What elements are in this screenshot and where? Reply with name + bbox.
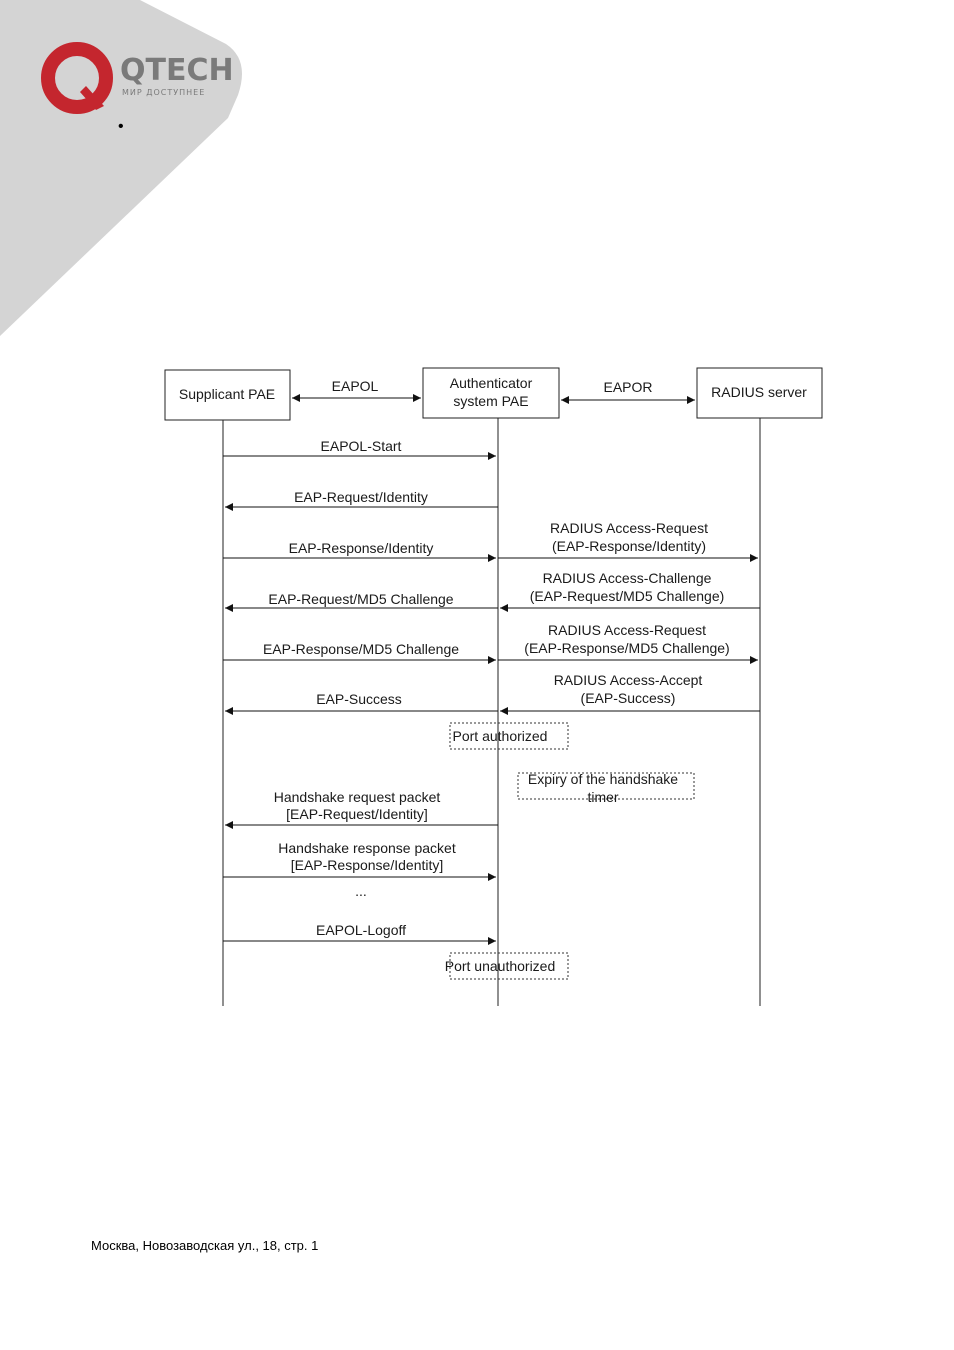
port-authorized-label: Port authorized	[453, 728, 548, 744]
eap-success-label: EAP-Success	[316, 691, 402, 707]
supplicant-box	[164, 369, 291, 421]
eap-response-identity-label: EAP-Response/Identity	[289, 540, 434, 556]
logo: QTECH МИР ДОСТУПНЕЕ	[120, 53, 234, 98]
port-unauthorized-label: Port unauthorized	[445, 958, 556, 974]
radius-access-request-1-label-line1: RADIUS Access-Request	[550, 520, 708, 536]
authenticator-box	[422, 367, 560, 419]
authenticator-label-line2: system PAE	[453, 393, 528, 409]
expiry-timer-box	[517, 772, 695, 800]
radius-access-request-2-label-line1: RADIUS Access-Request	[548, 622, 706, 638]
eapor-label: EAPOR	[603, 379, 652, 395]
logo-tagline: МИР ДОСТУПНЕЕ	[122, 88, 206, 97]
handshake-request-label-line2: [EAP-Request/Identity]	[286, 806, 428, 822]
handshake-response-label-line1: Handshake response packet	[278, 840, 456, 856]
handshake-request-label-line1: Handshake request packet	[274, 789, 441, 805]
radius-access-challenge-label-line2: (EAP-Request/MD5 Challenge)	[530, 588, 725, 604]
eap-request-identity-label: EAP-Request/Identity	[294, 489, 428, 505]
radius-access-challenge-label-line1: RADIUS Access-Challenge	[543, 570, 712, 586]
footer-address: Москва, Новозаводская ул., 18, стр. 1	[91, 1238, 319, 1253]
radius-access-accept-label-line2: (EAP-Success)	[581, 690, 676, 706]
radius-access-request-1-label-line2: (EAP-Response/Identity)	[552, 538, 706, 554]
eapol-label: EAPOL	[332, 378, 379, 394]
radius-access-request-2-label-line2: (EAP-Response/MD5 Challenge)	[524, 640, 729, 656]
authenticator-label-line1: Authenticator	[450, 375, 533, 391]
logo-brand-name: QTECH	[120, 53, 234, 88]
logo-icon	[41, 42, 113, 114]
supplicant-label: Supplicant PAE	[179, 386, 275, 402]
eap-response-md5-label: EAP-Response/MD5 Challenge	[263, 641, 459, 657]
handshake-response-label-line2: [EAP-Response/Identity]	[291, 857, 444, 873]
list-bullet: •	[118, 118, 124, 135]
radius-access-accept-label-line1: RADIUS Access-Accept	[554, 672, 703, 688]
radius-label: RADIUS server	[711, 384, 807, 400]
expiry-timer-label-line2: timer	[587, 789, 618, 805]
eapol-logoff-label: EAPOL-Logoff	[316, 922, 406, 938]
corner-shape	[0, 0, 242, 336]
expiry-timer-label-line1: Expiry of the handshake	[528, 771, 678, 787]
eapol-start-label: EAPOL-Start	[321, 438, 402, 454]
eap-request-md5-label: EAP-Request/MD5 Challenge	[268, 591, 453, 607]
ellipsis-label: ...	[355, 883, 367, 899]
corner-decoration	[0, 0, 242, 336]
